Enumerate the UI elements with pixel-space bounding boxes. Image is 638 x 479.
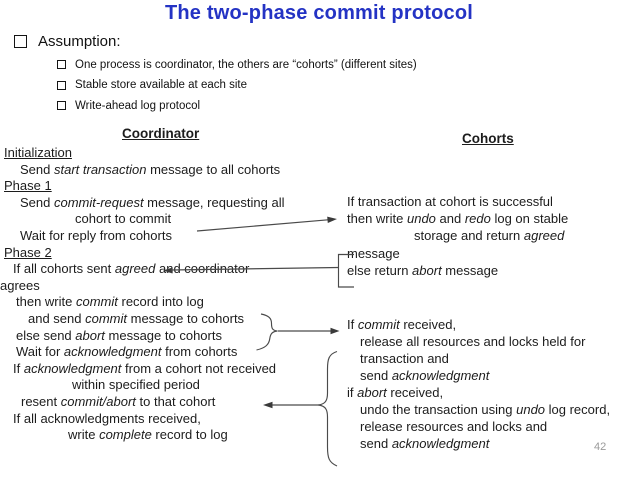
assumption-item-label: One process is coordinator, the others a… xyxy=(75,58,417,71)
text-line: write complete record to log xyxy=(68,427,228,443)
assumption-list: One process is coordinator, the others a… xyxy=(57,58,417,120)
text-line: Send start transaction message to all co… xyxy=(20,161,281,177)
assumption-heading: Assumption: xyxy=(14,33,121,50)
text-line: then write commit record into log xyxy=(16,294,204,310)
cohorts-heading: Cohorts xyxy=(462,131,514,146)
text-line: Phase 1 xyxy=(4,178,52,194)
text-line: Phase 2 xyxy=(4,244,52,260)
assumption-item: Write-ahead log protocol xyxy=(57,99,417,112)
text-line: message xyxy=(347,245,400,261)
coordinator-heading: Coordinator xyxy=(122,126,200,141)
slide-title: The two-phase commit protocol xyxy=(164,2,474,24)
page-number: 42 xyxy=(594,441,607,453)
text-line: within specified period xyxy=(72,377,200,393)
text-line: If commit received, xyxy=(347,317,457,332)
text-line: release resources and locks and xyxy=(360,419,548,434)
text-line: and send commit message to cohorts xyxy=(28,310,245,326)
text-line: else send abort message to cohorts xyxy=(16,327,222,343)
checkbox-bullet-icon xyxy=(14,35,27,48)
assumption-label: Assumption: xyxy=(38,33,121,50)
text-line: undo the transaction using undo log reco… xyxy=(360,402,611,417)
cohorts-block-2: If commit received, release all resources… xyxy=(347,317,610,453)
text-line: cohort to commit xyxy=(75,211,172,227)
text-line: If acknowledgment from a cohort not rece… xyxy=(13,360,277,376)
assumption-item-label: Stable store available at each site xyxy=(75,79,247,91)
text-line: transaction and xyxy=(360,351,449,366)
text-line: resent commit/abort to that cohort xyxy=(21,393,216,409)
checkbox-icon xyxy=(57,60,66,69)
text-line: Initialization xyxy=(4,145,72,160)
text-line: else return abort message xyxy=(347,262,499,278)
text-line: If all cohorts sent agreed and coordinat… xyxy=(13,261,250,277)
text-line: Wait for reply from cohorts xyxy=(20,227,172,243)
text-line: If transaction at cohort is successful xyxy=(347,194,553,209)
text-line: agrees xyxy=(0,277,40,293)
assumption-item-label: Write-ahead log protocol xyxy=(75,99,201,112)
checkbox-icon xyxy=(57,80,66,90)
text-line: storage and return agreed xyxy=(414,228,565,244)
text-line: send acknowledgment xyxy=(360,436,490,451)
checkbox-icon xyxy=(57,101,66,110)
cohorts-block-1: If transaction at cohort is successful th… xyxy=(347,194,568,280)
text-line: then write undo and redo log on stable xyxy=(347,211,569,227)
text-line: Wait for acknowledgment from cohorts xyxy=(16,344,238,360)
assumption-item: Stable store available at each site xyxy=(57,79,417,92)
text-line: If all acknowledgments received, xyxy=(13,410,201,426)
text-line: Send commit-request message, requesting … xyxy=(20,194,285,210)
text-line: if abort received, xyxy=(347,385,444,400)
assumption-item: One process is coordinator, the others a… xyxy=(57,58,417,71)
text-line: send acknowledgment xyxy=(360,368,490,383)
text-line: release all resources and locks held for xyxy=(360,334,586,349)
